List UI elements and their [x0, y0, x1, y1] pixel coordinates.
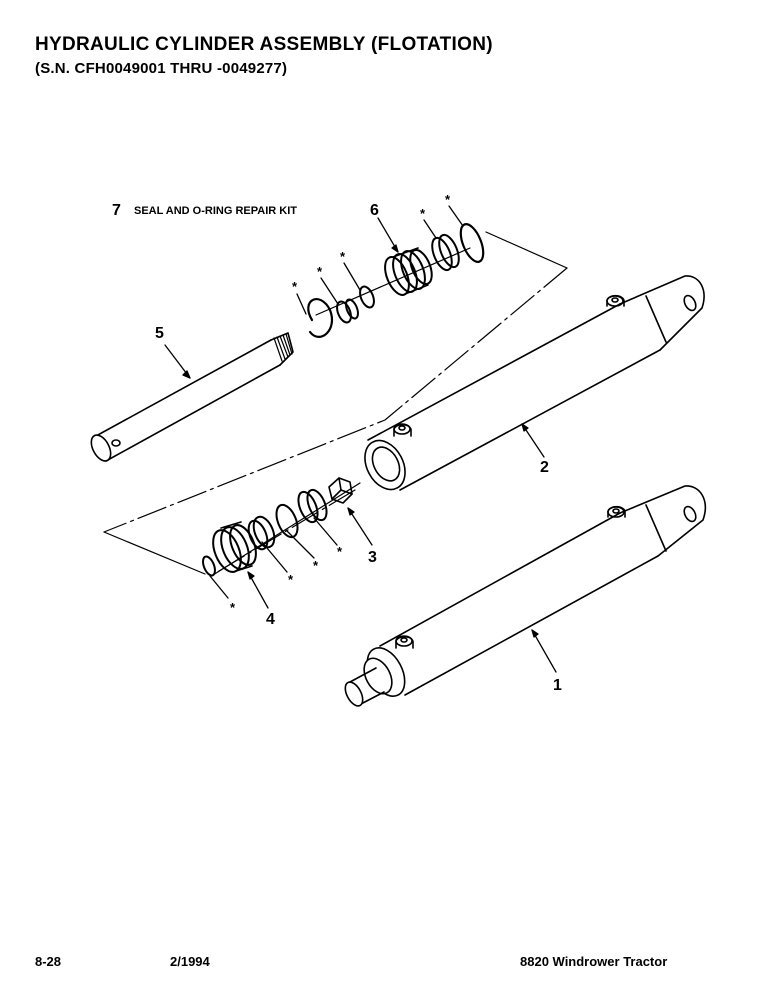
kit-marker: * — [340, 249, 346, 264]
kit-marker: * — [317, 264, 323, 279]
kit-marker: * — [292, 279, 298, 294]
rod-seal-parts — [307, 223, 485, 338]
kit-marker: * — [420, 206, 426, 221]
repair-kit-boundary — [103, 231, 568, 575]
cylinder-barrel — [364, 275, 705, 491]
callout-piston: 4 — [266, 611, 275, 628]
kit-marker: * — [288, 572, 294, 587]
publication-date: 2/1994 — [170, 954, 210, 969]
model-name: 8820 Windrower Tractor — [520, 954, 668, 969]
callout-nut: 3 — [368, 549, 377, 566]
leader-lines — [164, 205, 557, 673]
kit-marker: * — [445, 192, 451, 207]
piston-rod — [90, 332, 294, 462]
piston-seal-parts — [202, 477, 361, 577]
page-number: 8-28 — [35, 954, 62, 969]
serial-range: (S.N. CFH0049001 THRU -0049277) — [35, 60, 288, 77]
callout-rod: 5 — [155, 325, 164, 342]
kit-marker: * — [313, 558, 319, 573]
cylinder-assembly — [344, 485, 707, 707]
page-title: HYDRAULIC CYLINDER ASSEMBLY (FLOTATION) — [35, 34, 493, 55]
callout-cylinder-assembly: 1 — [553, 677, 562, 694]
kit-marker: * — [337, 544, 343, 559]
kit-marker: * — [230, 600, 236, 615]
callout-barrel: 2 — [540, 459, 549, 476]
callout-gland: 6 — [370, 202, 379, 219]
kit-label: SEAL AND O-RING REPAIR KIT — [134, 205, 297, 217]
kit-callout-number: 7 — [112, 202, 121, 219]
